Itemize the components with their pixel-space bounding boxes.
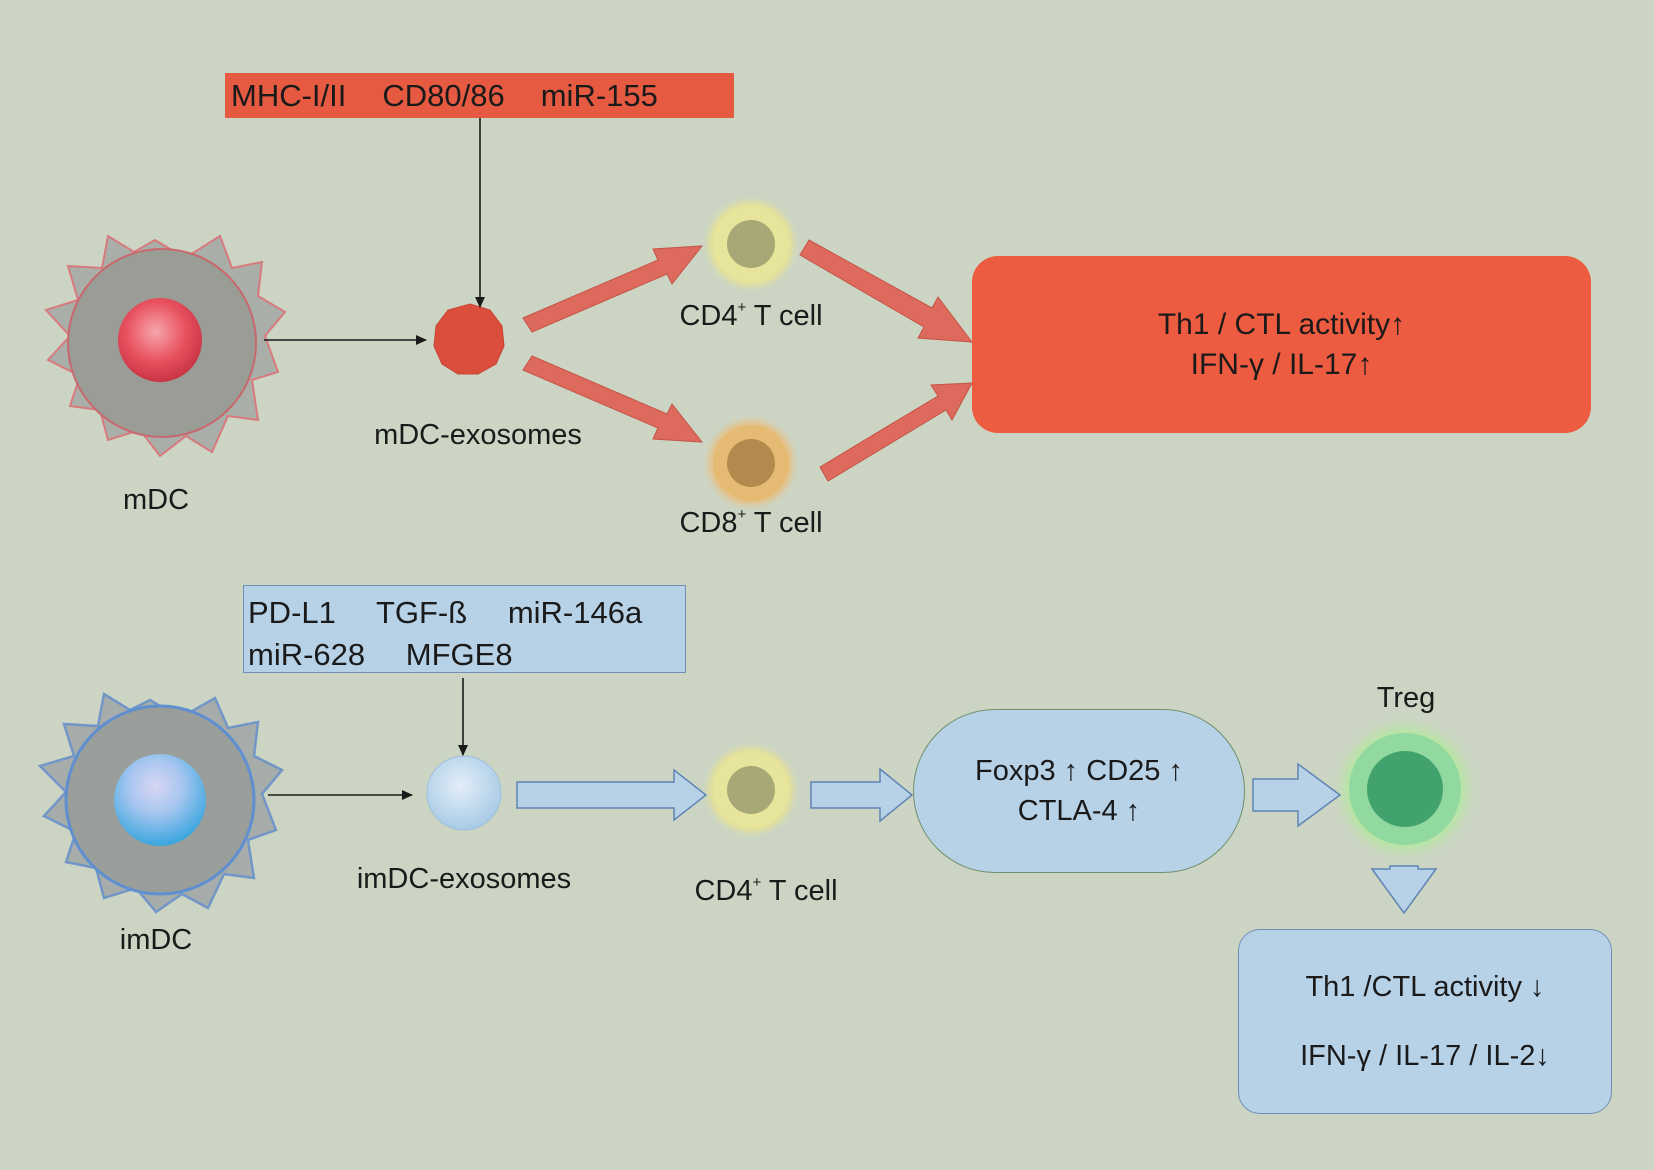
foxp3-line-1: Foxp3 ↑ CD25 ↑	[975, 755, 1183, 787]
cd8-t-cell	[701, 413, 801, 513]
arrow-cd8-to-outcome	[819, 382, 973, 482]
label-cd4-top-plus: +	[737, 299, 747, 317]
marker-mhc: MHC-I/II	[231, 77, 347, 113]
imdc-outcome-box: Th1 /CTL activity ↓ IFN-γ / IL-17 / IL-2…	[1238, 929, 1612, 1114]
imdc-outcome-line-2: IFN-γ / IL-17 / IL-2↓	[1300, 1039, 1550, 1072]
label-cd4-top-name: CD4	[679, 300, 738, 332]
cd4-t-cell-bottom	[701, 740, 801, 840]
mdc-outcome-box: Th1 / CTL activity↑ IFN-γ / IL-17↑	[972, 256, 1591, 433]
imdc-exosome	[426, 755, 502, 831]
label-cd8-name: CD8	[679, 507, 738, 539]
mdc-outcome-line-1: Th1 / CTL activity↑	[1157, 307, 1406, 341]
marker-mfge8: MFGE8	[405, 637, 513, 672]
imdc-cell	[37, 691, 284, 914]
arrow-cd4-to-outcome	[799, 239, 974, 343]
mdc-outcome-line-2: IFN-γ / IL-17↑	[1190, 347, 1373, 381]
marker-pd-l1: PD-L1	[248, 595, 336, 630]
blue-block-arrows	[516, 762, 1438, 915]
label-mdc: mDC	[122, 484, 190, 516]
label-cd4-top: CD4+ T cell	[679, 299, 823, 332]
imdc-markers-row-2: miR-628 MFGE8	[248, 634, 685, 676]
label-imdc-exosomes: imDC-exosomes	[356, 863, 572, 895]
imdc-outcome-line-1: Th1 /CTL activity ↓	[1305, 970, 1545, 1003]
foxp3-box: Foxp3 ↑ CD25 ↑ CTLA-4 ↑	[913, 709, 1245, 873]
red-block-arrows	[522, 239, 974, 482]
arrow-exosome-to-cd4	[522, 245, 704, 333]
arrow-exosome-to-cd8	[522, 355, 704, 443]
label-cd4-bottom-plus: +	[752, 874, 762, 892]
label-cd4-bottom: CD4+ T cell	[694, 874, 838, 907]
foxp3-line-2: CTLA-4 ↑	[1017, 795, 1141, 827]
label-mdc-exosomes: mDC-exosomes	[374, 419, 582, 451]
marker-mir155: miR-155	[540, 77, 658, 113]
mdc-exosome	[433, 303, 505, 375]
arrow-foxp3-to-treg	[1252, 762, 1342, 828]
label-imdc: imDC	[119, 924, 193, 956]
mdc-cell	[44, 234, 287, 458]
label-cd8-suffix: T cell	[746, 507, 823, 539]
imdc-markers-box: PD-L1 TGF-ß miR-146a miR-628 MFGE8	[243, 585, 686, 673]
label-cd4-bottom-suffix: T cell	[761, 875, 838, 907]
marker-mir146a: miR-146a	[507, 595, 643, 630]
arrow-imdc-exosome-to-cd4	[516, 768, 708, 822]
imdc-markers-row-1: PD-L1 TGF-ß miR-146a	[248, 592, 685, 634]
label-cd8-plus: +	[737, 506, 747, 524]
marker-tgf-b: TGF-ß	[375, 595, 468, 630]
label-cd4-bottom-name: CD4	[694, 875, 753, 907]
label-treg: Treg	[1376, 682, 1436, 714]
label-cd4-top-suffix: T cell	[746, 300, 823, 332]
arrow-treg-to-outcome	[1370, 865, 1438, 915]
cd4-t-cell-top	[701, 194, 801, 294]
arrow-cd4-to-foxp3	[810, 767, 914, 823]
label-cd8: CD8+ T cell	[679, 506, 823, 539]
marker-mir628: miR-628	[248, 637, 366, 672]
treg-cell	[1329, 713, 1481, 865]
mdc-markers-box: MHC-I/II CD80/86 miR-155	[225, 73, 734, 118]
marker-cd80-86: CD80/86	[382, 77, 505, 113]
